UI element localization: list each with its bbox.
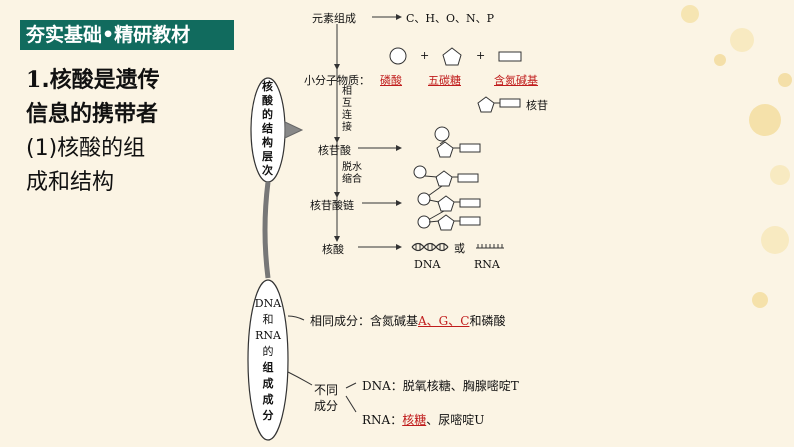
rna-label: RNA <box>474 258 500 271</box>
pentose-label: 五碳糖 <box>428 74 461 87</box>
plus-sign-1: + <box>420 49 430 62</box>
link-label: 相互连接 <box>342 86 352 133</box>
phosphate-icon <box>389 47 407 65</box>
nucleoside-label: 核苷 <box>526 99 548 112</box>
heading-number: 1 <box>26 67 42 93</box>
dna-helix-icon <box>411 242 449 252</box>
small-molecule-label: 小分子物质： <box>304 74 370 87</box>
same-components: 相同成分：含氮碱基A、G、C和磷酸 <box>310 314 506 328</box>
dna-components: DNA：脱氧核糖、胸腺嘧啶T <box>362 379 519 393</box>
or-label: 或 <box>454 242 465 255</box>
rna-strand-icon <box>476 244 504 249</box>
nucleotide-chain-label: 核苷酸链 <box>310 199 354 212</box>
nucleotide-label: 核苷酸 <box>318 144 351 157</box>
dehydration-label: 脱水缩合 <box>342 162 362 185</box>
rna-components: RNA：核糖、尿嘧啶U <box>362 413 485 427</box>
oval-connector <box>262 181 271 279</box>
section-title: 夯实基础•精研教材 <box>20 20 234 50</box>
nucleotide-icon <box>434 126 481 158</box>
elements-value: C、H、O、N、P <box>406 12 495 25</box>
heading-line-1: 1.核酸是遗传 <box>26 62 160 94</box>
nucleotide-chain-icon <box>413 165 481 231</box>
nucleoside-icon <box>477 96 495 113</box>
different-components-label: 不同成分 <box>314 383 339 413</box>
pentose-icon <box>442 47 462 66</box>
phosphate-label: 磷酸 <box>380 74 402 87</box>
base-icon <box>498 51 522 62</box>
elements-label: 元素组成 <box>312 12 356 25</box>
plus-sign-2: + <box>476 49 486 62</box>
heading-line-4: 成和结构 <box>26 170 115 195</box>
heading-line-2: 信息的携带者 <box>26 102 159 127</box>
composition-oval <box>247 279 289 441</box>
oval-pointer <box>284 121 304 139</box>
structure-levels-label: 核酸的结构层次 <box>262 80 273 177</box>
heading-line-3: (1)核酸的组 <box>26 136 146 161</box>
dna-label: DNA <box>414 258 441 271</box>
heading-line-1-text: .核酸是遗传 <box>41 68 160 93</box>
nucleic-acid-label: 核酸 <box>322 243 344 256</box>
nitrogen-base-label: 含氮碱基 <box>494 74 538 87</box>
